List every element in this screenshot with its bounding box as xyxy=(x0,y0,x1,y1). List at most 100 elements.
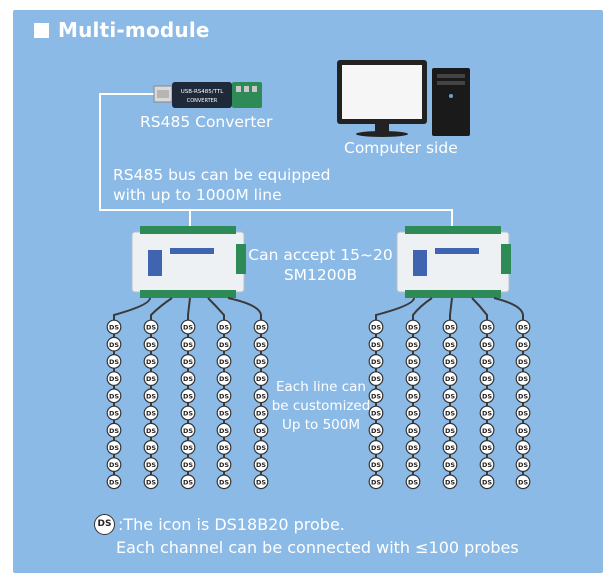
ds18b20-probe-icon: DS xyxy=(180,371,196,387)
svg-text:DS: DS xyxy=(518,478,528,486)
ds18b20-probe-icon: DS xyxy=(442,474,458,490)
svg-text:DS: DS xyxy=(482,461,492,469)
ds18b20-probe-icon: DS xyxy=(180,422,196,438)
svg-text:DS: DS xyxy=(445,444,455,452)
ds18b20-probe-icon: DS xyxy=(479,336,495,352)
svg-text:DS: DS xyxy=(482,444,492,452)
svg-text:DS: DS xyxy=(482,392,492,400)
ds18b20-probe-icon: DS xyxy=(442,354,458,369)
ds18b20-probe-icon: DS xyxy=(368,422,384,438)
svg-text:DS: DS xyxy=(371,392,381,400)
computer-label: Computer side xyxy=(344,139,458,157)
ds18b20-probe-icon: DS xyxy=(405,457,421,473)
ds18b20-probe-icon: DS xyxy=(216,457,232,473)
svg-text:DS: DS xyxy=(219,427,229,435)
ds18b20-probe-icon: DS xyxy=(405,371,421,387)
svg-text:DS: DS xyxy=(371,478,381,486)
svg-text:DS: DS xyxy=(518,392,528,400)
usb-converter-icon: USB-RS485/TTL CONVERTER xyxy=(153,82,262,108)
svg-text:DS: DS xyxy=(219,461,229,469)
svg-text:DS: DS xyxy=(482,341,492,349)
svg-text:DS: DS xyxy=(183,478,193,486)
svg-text:DS: DS xyxy=(219,358,229,366)
title-square-icon xyxy=(34,22,49,38)
ds18b20-probe-icon: DS xyxy=(143,422,159,438)
svg-text:DS: DS xyxy=(219,478,229,486)
ds18b20-probe-icon: DS xyxy=(405,319,421,335)
ds18b20-probe-icon: DS xyxy=(106,422,122,438)
svg-text:DS: DS xyxy=(445,461,455,469)
ds18b20-probe-icon: DS xyxy=(106,440,122,455)
svg-text:DS: DS xyxy=(109,341,119,349)
svg-text:DS: DS xyxy=(256,341,266,349)
module-label-line1: Can accept 15~20 xyxy=(248,246,393,264)
svg-text:DS: DS xyxy=(256,461,266,469)
ds18b20-probe-icon: DS xyxy=(442,336,458,352)
svg-text:DS: DS xyxy=(371,341,381,349)
ds18b20-probe-icon: DS xyxy=(515,319,531,335)
ds18b20-probe-icon: DS xyxy=(180,354,196,369)
ds18b20-probe-icon: DS xyxy=(405,474,421,490)
svg-text:DS: DS xyxy=(183,341,193,349)
ds18b20-probe-icon: DS xyxy=(180,319,196,335)
ds18b20-probe-icon: DS xyxy=(405,354,421,369)
svg-text:DS: DS xyxy=(408,375,418,383)
svg-text:DS: DS xyxy=(146,427,156,435)
ds18b20-probe-icon: DS xyxy=(515,354,531,369)
svg-text:DS: DS xyxy=(256,478,266,486)
svg-text:DS: DS xyxy=(482,427,492,435)
svg-text:DS: DS xyxy=(219,444,229,452)
ds18b20-probe-icon: DS xyxy=(442,388,458,404)
ds18b20-probe-icon: DS xyxy=(479,388,495,404)
page-title: Multi-module xyxy=(34,18,210,42)
svg-text:DS: DS xyxy=(482,358,492,366)
svg-text:DS: DS xyxy=(445,341,455,349)
computer-monitor-icon xyxy=(337,60,427,137)
ds18b20-probe-icon: DS xyxy=(253,354,269,369)
svg-text:DS: DS xyxy=(256,427,266,435)
ds18b20-probe-icon: DS xyxy=(515,457,531,473)
svg-text:DS: DS xyxy=(445,410,455,418)
svg-text:DS: DS xyxy=(183,461,193,469)
ds18b20-probe-icon: DS xyxy=(368,440,384,455)
svg-text:DS: DS xyxy=(183,444,193,452)
svg-text:DS: DS xyxy=(146,392,156,400)
svg-text:DS: DS xyxy=(518,410,528,418)
svg-text:DS: DS xyxy=(445,427,455,435)
ds18b20-probe-icon: DS xyxy=(515,371,531,387)
ds18b20-probe-icon: DS xyxy=(479,422,495,438)
svg-text:DS: DS xyxy=(408,358,418,366)
ds18b20-probe-icon: DS xyxy=(106,319,122,335)
svg-text:DS: DS xyxy=(109,324,119,332)
ds18b20-probe-icon: DS xyxy=(442,371,458,387)
ds18b20-probe-icon: DS xyxy=(405,422,421,438)
ds18b20-probe-icon: DS xyxy=(216,354,232,369)
bus-label-line2: with up to 1000M line xyxy=(113,186,282,204)
ds18b20-probe-icon: DS xyxy=(106,474,122,490)
ds18b20-probe-icon: DS xyxy=(405,405,421,421)
svg-text:DS: DS xyxy=(408,478,418,486)
svg-text:DS: DS xyxy=(146,375,156,383)
ds18b20-probe-icon: DS xyxy=(368,319,384,335)
ds18b20-probe-icon: DS xyxy=(479,457,495,473)
svg-text:DS: DS xyxy=(219,324,229,332)
ds18b20-probe-icon: DS xyxy=(515,336,531,352)
svg-text:DS: DS xyxy=(445,478,455,486)
svg-text:DS: DS xyxy=(371,461,381,469)
ds18b20-probe-icon: DS xyxy=(405,336,421,352)
module-device-icon xyxy=(131,226,246,298)
ds18b20-probe-icon: DS xyxy=(216,474,232,490)
svg-text:DS: DS xyxy=(408,341,418,349)
ds18b20-probe-icon: DS xyxy=(253,457,269,473)
svg-text:DS: DS xyxy=(256,392,266,400)
ds18b20-probe-icon: DS xyxy=(442,457,458,473)
ds18b20-probe-icon: DS xyxy=(106,388,122,404)
svg-text:DS: DS xyxy=(408,427,418,435)
ds18b20-probe-icon: DS xyxy=(253,422,269,438)
svg-text:DS: DS xyxy=(146,341,156,349)
svg-text:DS: DS xyxy=(219,410,229,418)
ds18b20-probe-icon: DS xyxy=(143,474,159,490)
svg-text:DS: DS xyxy=(109,478,119,486)
svg-text:DS: DS xyxy=(408,410,418,418)
svg-text:DS: DS xyxy=(518,375,528,383)
